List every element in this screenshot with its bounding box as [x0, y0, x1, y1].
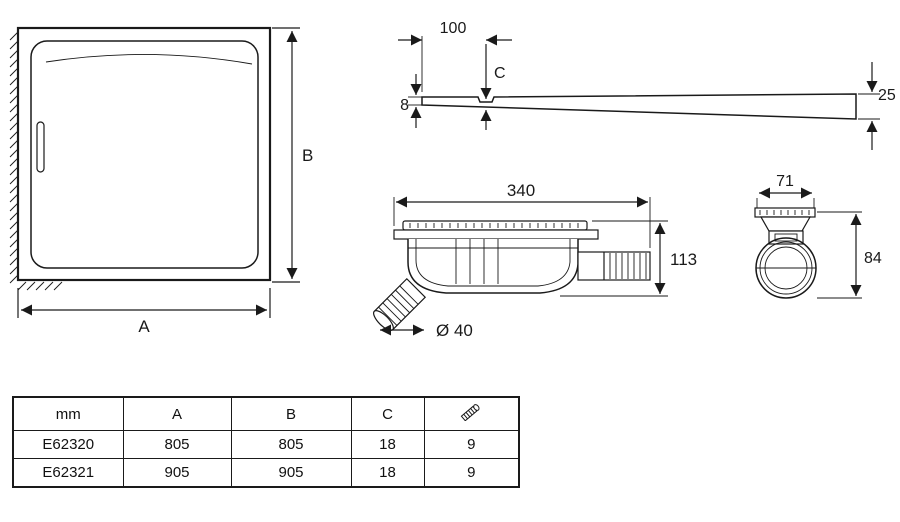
wall-hatching-bottom	[17, 281, 63, 291]
dim-113-label: 113	[670, 250, 697, 269]
dim-b-label: B	[302, 146, 313, 165]
header-drain-column	[423, 396, 520, 431]
drain-grate-slots	[409, 223, 579, 228]
front-funnel	[759, 216, 812, 232]
value-b: 805	[230, 430, 352, 459]
value-a: 805	[122, 430, 232, 459]
header-unit: mm	[12, 396, 124, 431]
front-grate-edge	[754, 207, 816, 218]
dim-a-label: A	[138, 317, 150, 336]
drain-side-view: 340 Ø 40	[373, 181, 697, 340]
drain-fitting-icon	[460, 404, 480, 422]
dimension-table: mm A B C E62320 805 805 18 9 E623	[12, 396, 520, 488]
front-grate-slots	[759, 210, 810, 215]
dim-340-label: 340	[507, 181, 535, 200]
model-code: E62320	[12, 430, 124, 459]
drain-trap-inner	[415, 239, 571, 287]
drain-trap-body	[407, 239, 579, 294]
table-header-row: mm A B C	[12, 396, 520, 431]
tray-section-outline	[421, 93, 857, 120]
dim-25-label: 25	[878, 87, 896, 104]
drain-outlet-threads	[609, 253, 647, 279]
value-b: 905	[230, 458, 352, 488]
tray-profile-view: 100 C 8 25	[398, 20, 896, 150]
drain-front-view: 71 84	[754, 173, 882, 299]
table-row: E62321 905 905 18 9	[12, 458, 520, 488]
dim-c-label: C	[494, 65, 506, 82]
table-row: E62320 805 805 18 9	[12, 430, 520, 459]
header-c: C	[350, 396, 425, 431]
model-code: E62321	[12, 458, 124, 488]
value-drain: 9	[423, 458, 520, 488]
drawing-area: B A 100 C 8	[9, 20, 896, 340]
dim-8-label: 8	[400, 97, 409, 114]
header-b: B	[230, 396, 352, 431]
drain-trap-internals	[455, 239, 499, 284]
value-c: 18	[350, 430, 425, 459]
wall-hatching-left	[9, 31, 19, 284]
value-c: 18	[350, 458, 425, 488]
dim-100-label: 100	[440, 20, 467, 37]
value-drain: 9	[423, 430, 520, 459]
drain-grate-cover	[402, 220, 588, 231]
tray-slope-line	[45, 54, 253, 65]
header-a: A	[122, 396, 232, 431]
front-cap-inner	[774, 233, 798, 242]
drain-angled-outlet	[373, 277, 427, 331]
tray-drain-slot	[36, 121, 45, 173]
dim-71-label: 71	[776, 173, 794, 190]
drain-flange	[393, 229, 599, 240]
tray-top-view: B A	[9, 26, 313, 336]
tray-inner-surface	[30, 40, 259, 269]
drain-outlet-pipe	[577, 251, 651, 281]
dim-d40-label: Ø 40	[436, 321, 473, 340]
tray-outer-edge	[16, 26, 272, 282]
angled-outlet-threads	[378, 285, 419, 326]
dim-84-label: 84	[864, 250, 882, 267]
value-a: 905	[122, 458, 232, 488]
